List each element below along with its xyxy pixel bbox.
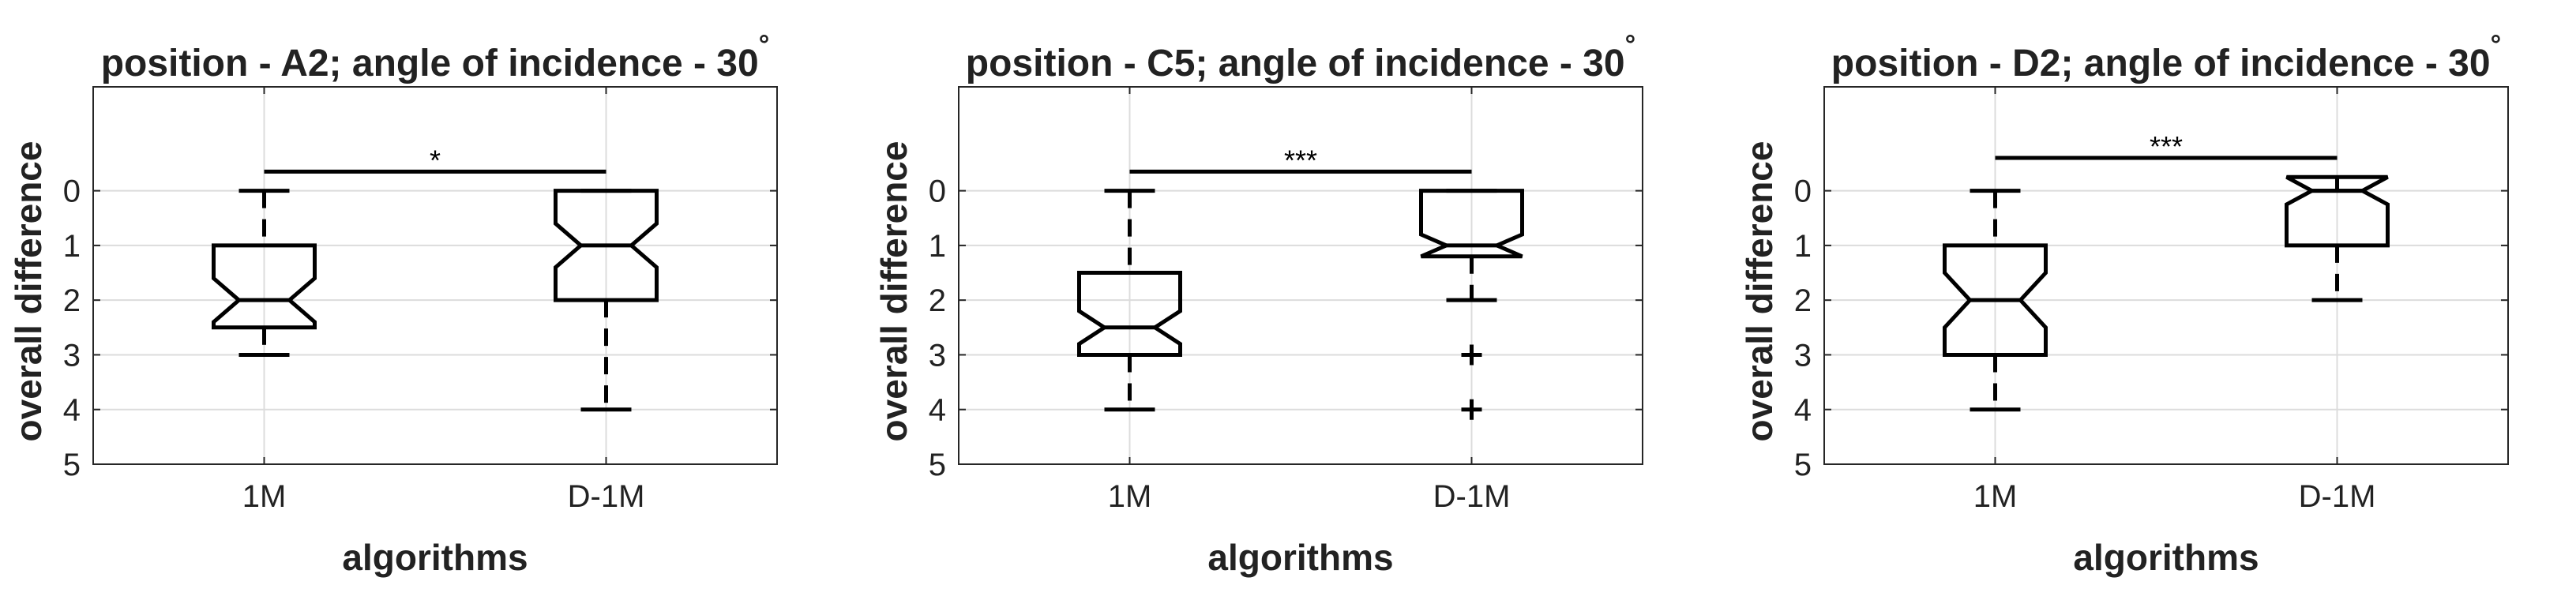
significance-label: * — [430, 144, 441, 176]
y-tick-label: 2 — [1794, 283, 1812, 318]
y-tick-label: 4 — [929, 393, 946, 428]
y-tick-label: 3 — [1794, 338, 1812, 373]
chart-title: position - D2; angle of incidence - 30° — [1831, 30, 2501, 84]
plot-area — [1824, 87, 2508, 464]
axes-frame — [958, 86, 1643, 465]
y-tick-label: 0 — [1794, 174, 1812, 209]
x-tick-label: 1M — [1108, 479, 1152, 514]
x-tick-label: D-1M — [568, 479, 645, 514]
box-1 — [1943, 189, 2048, 412]
y-tick-label: 1 — [1794, 229, 1812, 264]
axes-frame — [92, 86, 778, 465]
box-1 — [1077, 189, 1182, 412]
plot-area — [959, 87, 1643, 464]
box-2 — [1419, 189, 1524, 420]
x-tick-label: 1M — [1973, 479, 2018, 514]
notched-box — [1419, 189, 1524, 259]
y-tick-label: 5 — [63, 448, 81, 482]
x-axis-label: algorithms — [2073, 537, 2259, 578]
box-1 — [212, 189, 317, 357]
box-2 — [554, 189, 659, 412]
chart-title-degree: ° — [2491, 30, 2502, 60]
chart-title-text: position - D2; angle of incidence - 30 — [1831, 43, 2491, 84]
chart-title: position - C5; angle of incidence - 30° — [966, 30, 1635, 84]
panel-3: 0 1 2 3 4 5 1M D-1M *** position - D2; angle of i… — [1739, 30, 2509, 578]
notched-box — [1077, 271, 1182, 357]
notched-box — [2285, 174, 2390, 248]
y-axis-label: overall difference — [873, 141, 914, 442]
outlier-marker — [1461, 399, 1482, 420]
y-axis-label: overall difference — [1739, 141, 1780, 442]
chart-title-degree: ° — [1625, 30, 1636, 60]
chart-title: position - A2; angle of incidence - 30° — [101, 30, 770, 84]
y-axis-label: overall difference — [8, 141, 49, 442]
y-tick-label: 4 — [63, 393, 81, 428]
plot-area — [93, 87, 777, 464]
x-tick-label: 1M — [242, 479, 287, 514]
notched-box — [1943, 243, 2048, 357]
y-tick-label: 5 — [929, 448, 946, 482]
outlier-marker — [1461, 344, 1482, 366]
panel-2: 0 1 2 3 4 5 1M D-1M *** position - C5; angle of i… — [873, 30, 1643, 578]
y-tick-label: 5 — [1794, 448, 1812, 482]
box-2 — [2285, 174, 2390, 302]
x-tick-label: D-1M — [1433, 479, 1511, 514]
notched-box — [554, 189, 659, 302]
chart-title-text: position - A2; angle of incidence - 30 — [101, 43, 759, 84]
y-tick-label: 1 — [929, 229, 946, 264]
x-tick-label: D-1M — [2299, 479, 2376, 514]
y-tick-label: 3 — [929, 338, 946, 373]
x-axis-label: algorithms — [1207, 537, 1393, 578]
y-tick-label: 2 — [929, 283, 946, 318]
y-tick-label: 0 — [63, 174, 81, 209]
significance-label: *** — [2150, 130, 2183, 163]
significance-label: *** — [1284, 144, 1317, 176]
y-tick-label: 3 — [63, 338, 81, 373]
x-axis-label: algorithms — [342, 537, 528, 578]
axes-frame — [1823, 86, 2509, 465]
y-tick-label: 4 — [1794, 393, 1812, 428]
notched-box — [212, 243, 317, 330]
y-tick-label: 0 — [929, 174, 946, 209]
chart-title-degree: ° — [759, 30, 770, 60]
chart-title-text: position - C5; angle of incidence - 30 — [966, 43, 1625, 84]
panel-1: 0 1 2 3 4 5 1M D-1M * position - A2; angle of inc… — [8, 30, 778, 578]
y-tick-label: 2 — [63, 283, 81, 318]
y-tick-label: 1 — [63, 229, 81, 264]
